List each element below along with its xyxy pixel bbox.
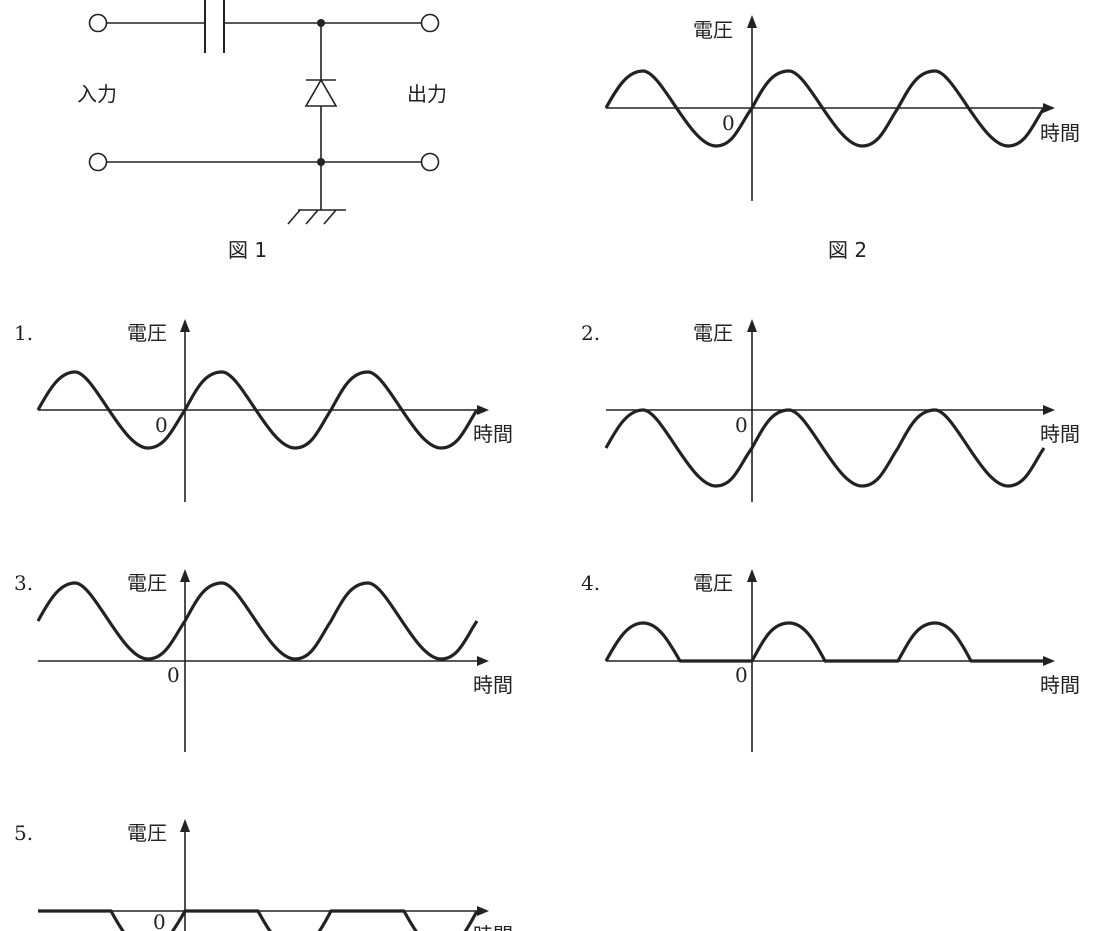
output-terminal-top-icon — [420, 13, 440, 33]
output-label: 出力 — [407, 82, 447, 106]
choice-5-origin-label: 0 — [153, 910, 166, 931]
choice-1: 1. 電圧 時間 0 — [14, 319, 513, 502]
choice-1-y-label: 電圧 — [127, 321, 167, 345]
figure2-origin-label: 0 — [722, 111, 735, 135]
choice-3-label: 3. — [14, 571, 33, 595]
x-axis-arrow-icon — [1043, 405, 1055, 415]
choice-4-x-label: 時間 — [1040, 673, 1080, 697]
choice-4: 4. 電圧 時間 0 — [581, 569, 1080, 752]
x-axis-arrow-icon — [477, 656, 489, 666]
choice-5-y-label: 電圧 — [127, 821, 167, 845]
input-terminal-bottom-icon — [88, 152, 108, 172]
choice-5: 5. 電圧 時間 0 — [14, 819, 513, 931]
input-label: 入力 — [77, 82, 117, 106]
choice-4-label: 4. — [581, 571, 600, 595]
y-axis-arrow-icon — [747, 319, 757, 332]
choice-2-x-label: 時間 — [1040, 422, 1080, 446]
output-terminal-bottom-icon — [420, 152, 440, 172]
choice-5-label: 5. — [14, 821, 33, 845]
choice-1-origin-label: 0 — [155, 413, 168, 437]
y-axis-arrow-icon — [747, 569, 757, 582]
figure2-waveform — [604, 69, 1046, 148]
y-axis-arrow-icon — [180, 819, 190, 832]
x-axis-arrow-icon — [477, 405, 489, 415]
figure2-axes — [606, 15, 1055, 201]
choice-2-origin-label: 0 — [735, 413, 748, 437]
choice-3-origin-label: 0 — [167, 663, 180, 687]
choice-5-waveform — [38, 909, 479, 931]
figure2-caption: 図 2 — [828, 238, 867, 262]
choice-4-waveform — [604, 621, 1044, 663]
figure1-caption: 図 1 — [228, 238, 267, 262]
diode-icon — [304, 78, 338, 107]
choice-1-waveform — [36, 370, 479, 450]
input-terminal-top-icon — [88, 13, 108, 33]
y-axis-arrow-icon — [180, 319, 190, 332]
y-axis-arrow-icon — [747, 15, 757, 28]
choice-1-label: 1. — [14, 321, 33, 345]
choice-1-x-label: 時間 — [473, 422, 513, 446]
figure2-plot: 電圧 時間 0 — [604, 15, 1080, 201]
figure2-y-label: 電圧 — [693, 18, 733, 42]
choice-2-waveform — [604, 408, 1046, 488]
choice-3-x-label: 時間 — [473, 673, 513, 697]
choice-2-label: 2. — [581, 321, 600, 345]
figure1-circuit — [88, 0, 440, 225]
choice-4-y-label: 電圧 — [693, 571, 733, 595]
choice-3-waveform — [36, 581, 479, 661]
y-axis-arrow-icon — [180, 569, 190, 582]
x-axis-arrow-icon — [1043, 103, 1055, 113]
figure2-x-label: 時間 — [1040, 121, 1080, 145]
x-axis-arrow-icon — [1043, 656, 1055, 666]
choice-4-origin-label: 0 — [735, 663, 748, 687]
ground-icon — [287, 209, 346, 225]
x-axis-arrow-icon — [477, 906, 489, 916]
choice-5-x-label: 時間 — [473, 923, 513, 931]
choice-3: 3. 電圧 時間 0 — [14, 569, 513, 752]
choice-2-y-label: 電圧 — [693, 321, 733, 345]
choice-3-y-label: 電圧 — [127, 571, 167, 595]
choice-2: 2. 電圧 時間 0 — [581, 319, 1080, 502]
